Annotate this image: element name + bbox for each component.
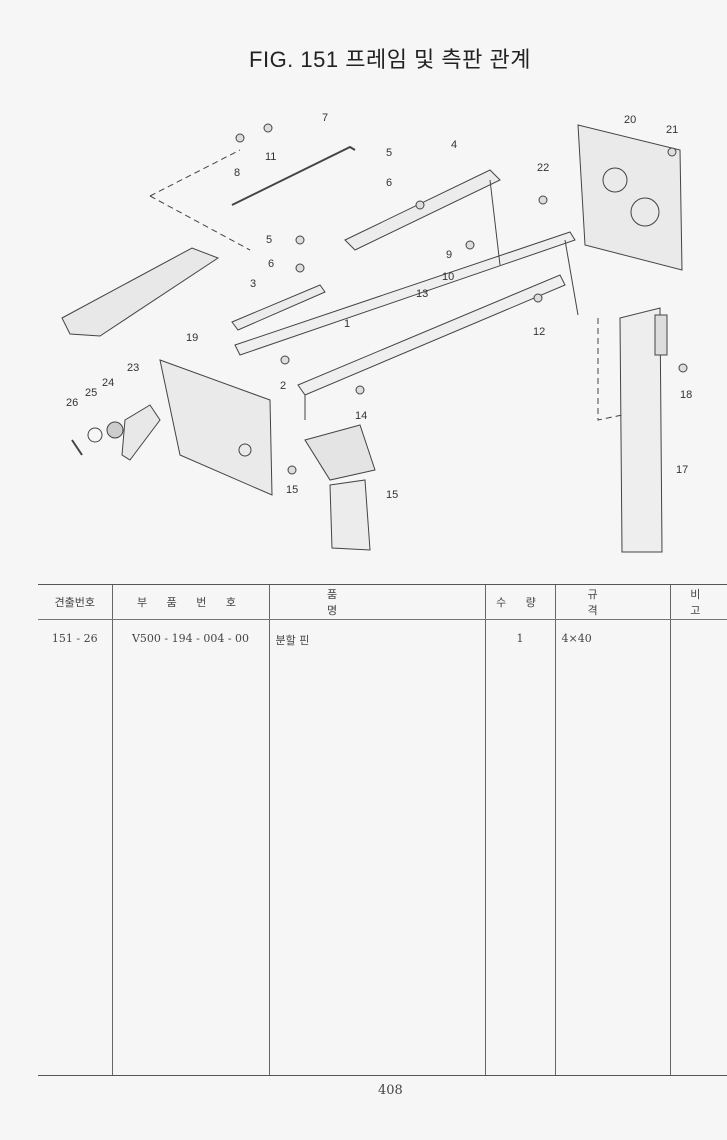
callout-10: 10 [442,271,454,283]
exploded-parts-diagram: 1 2 3 4 5 5 6 6 7 8 9 10 11 12 13 14 15 … [61,112,692,553]
cell-ref-no: 151 - 26 [38,619,112,1076]
cell-quantity: 1 [484,619,555,1076]
left-side-frame [159,359,273,496]
callout-17: 17 [676,464,688,476]
callout-23: 23 [127,362,139,374]
callout-19: 19 [186,332,198,344]
header-part-no: 부 품 번 호 [111,584,269,620]
table-row: 151 - 26 V500 - 194 - 004 - 00 분할 핀 1 4×… [38,619,727,1076]
callout-26: 26 [66,397,78,409]
callout-1: 1 [344,318,350,330]
cell-part-no: V500 - 194 - 004 - 00 [111,619,269,1076]
callout-6b: 6 [268,258,274,270]
header-remarks: 비 고 [669,584,727,620]
callout-21: 21 [666,124,678,136]
callout-24: 24 [102,377,114,389]
callout-3: 3 [250,278,256,290]
column-post [619,307,663,553]
table-header-row: 견출번호 부 품 번 호 품 명 수 량 규 격 비 고 [38,584,727,620]
callout-7: 7 [322,112,328,124]
rod-part [231,145,356,206]
callout-9: 9 [446,249,452,261]
cell-spec: 4×40 [554,619,670,1076]
callout-4: 4 [451,139,457,151]
figure-title: FIG. 151 프레임 및 측판 관계 [249,47,531,72]
callout-15b: 15 [386,489,398,501]
callout-22: 22 [537,162,549,174]
angle-bar [344,169,501,251]
lower-beam [297,274,566,396]
callout-6a: 6 [386,177,392,189]
callout-14: 14 [355,410,367,422]
header-quantity: 수 량 [484,584,555,620]
callout-15a: 15 [286,484,298,496]
callout-13: 13 [416,288,428,300]
callout-5b: 5 [266,234,272,246]
callout-18: 18 [680,389,692,401]
callout-2: 2 [280,380,286,392]
cover-plate [61,247,220,337]
header-spec: 규 격 [554,584,670,620]
bracket-assembly [304,424,376,481]
right-side-frame [577,124,683,271]
parts-table: 견출번호 부 품 번 호 품 명 수 량 규 격 비 고 151 - 26 V5… [38,584,727,1076]
cell-remarks [669,619,727,1076]
angle-bar-small [231,284,326,331]
header-ref-no: 견출번호 [38,584,112,620]
cell-part-name: 분할 핀 [268,619,485,1076]
header-part-name: 품 명 [268,584,485,620]
callout-11: 11 [265,151,276,163]
callout-20: 20 [624,114,636,126]
callout-8: 8 [234,167,240,179]
callout-25: 25 [85,387,97,399]
upper-beam [234,231,576,356]
page-number: 408 [378,1083,403,1098]
callout-12: 12 [533,326,545,338]
callout-5a: 5 [386,147,392,159]
